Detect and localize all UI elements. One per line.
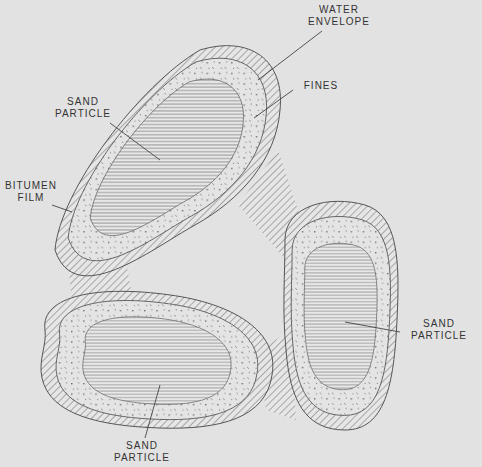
- part-label: SAND PARTICLE: [48, 96, 118, 120]
- sand-grain: [41, 291, 273, 428]
- leader-lines: [52, 31, 400, 438]
- sand-grain: [284, 201, 398, 430]
- part-label: SAND PARTICLE: [403, 318, 475, 342]
- sand-grain: [55, 46, 280, 276]
- part-label: WATER ENVELOPE: [300, 4, 378, 28]
- part-label: SAND PARTICLE: [106, 440, 178, 464]
- part-label: FINES: [296, 80, 346, 92]
- part-label: BITUMEN FILM: [2, 180, 60, 204]
